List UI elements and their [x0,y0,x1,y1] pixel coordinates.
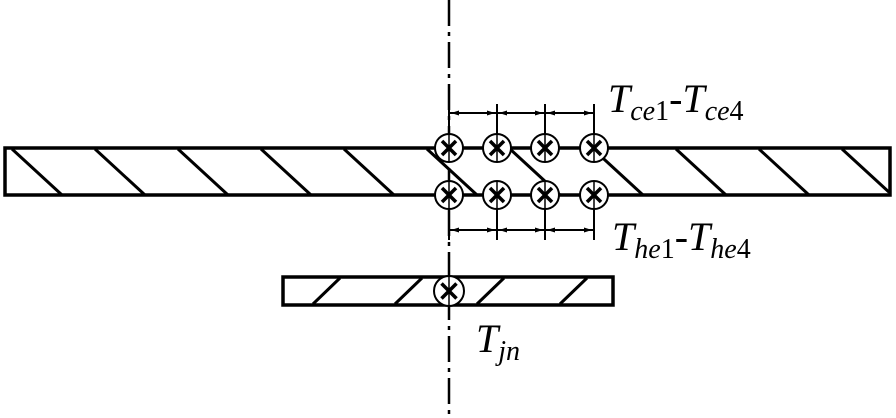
arrowhead [499,227,507,233]
thermocouple-icon [530,180,560,210]
hatch-line [311,276,342,306]
hatch-line [10,147,64,197]
hatch-line [93,147,147,197]
hatch-line [393,276,424,306]
thermocouple-icon [434,180,464,210]
hatch-line [342,147,396,197]
arrowhead [451,110,459,116]
arrowhead [451,227,459,233]
hatch-line [176,147,230,197]
thermocouple-icon [579,133,609,163]
arrowhead [487,110,495,116]
arrowhead [535,110,543,116]
hatch-line [475,276,506,306]
dimension-lines [448,104,595,240]
hatch-line [674,147,728,197]
arrowhead [547,110,555,116]
arrowhead [584,110,592,116]
sensor-markers [433,133,609,307]
arrowhead [487,227,495,233]
hatch-line [840,147,891,194]
hatch-line [558,276,589,306]
label-tce: Tce1-Tce4 [608,76,744,127]
thermocouple-icon [433,275,465,307]
thermocouple-icon [530,133,560,163]
hatch-line [757,147,811,197]
thermocouple-icon [434,133,464,163]
arrowhead [499,110,507,116]
label-tjn: Tjn [476,316,520,367]
arrowhead [584,227,592,233]
thermocouple-icon [579,180,609,210]
arrowhead [535,227,543,233]
thermocouple-icon [482,133,512,163]
hatch-line [425,147,479,197]
thermocouple-icon [482,180,512,210]
label-the: The1-The4 [612,214,751,265]
arrowhead [547,227,555,233]
hatch-line [259,147,313,197]
